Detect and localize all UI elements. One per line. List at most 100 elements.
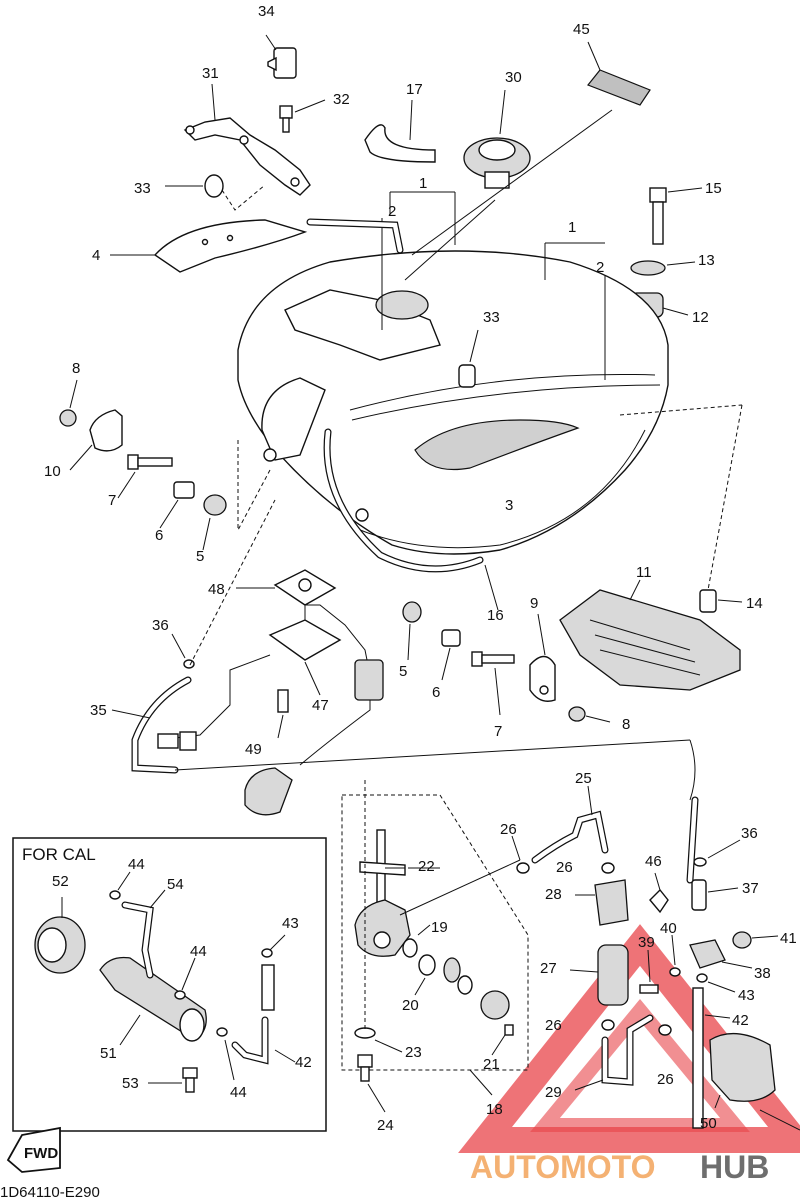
callout-6-right: 6 bbox=[432, 684, 440, 701]
callout-18: 18 bbox=[486, 1101, 503, 1118]
callout-49: 49 bbox=[245, 741, 262, 758]
callout-51: 51 bbox=[100, 1045, 117, 1062]
part-42-hose-inset bbox=[231, 964, 296, 1065]
part-29-hose bbox=[574, 1014, 654, 1091]
part-54-hose bbox=[121, 889, 166, 979]
part-37-joint bbox=[691, 879, 739, 911]
part-6-collar-right bbox=[441, 629, 461, 681]
callout-12: 12 bbox=[692, 309, 709, 326]
callout-46: 46 bbox=[645, 853, 662, 870]
leader-lines-1-2 bbox=[381, 109, 613, 380]
part-22-fuel-cock-pipe bbox=[359, 829, 440, 911]
watermark-text-hub: HUB bbox=[700, 1149, 769, 1185]
inset-for-cal: FOR CAL bbox=[12, 837, 327, 1132]
part-43-clip-inset bbox=[261, 934, 286, 958]
part-28-holder bbox=[575, 879, 629, 926]
callout-43-inset: 43 bbox=[282, 915, 299, 932]
watermark-text: AUTOMOTO HUB bbox=[470, 1149, 769, 1185]
callout-27: 27 bbox=[540, 960, 557, 977]
callout-5-right: 5 bbox=[399, 663, 407, 680]
callout-52: 52 bbox=[52, 873, 69, 890]
callout-34: 34 bbox=[258, 3, 275, 20]
callout-4: 4 bbox=[92, 247, 100, 264]
callout-14: 14 bbox=[746, 595, 763, 612]
callout-39: 39 bbox=[638, 934, 655, 951]
callout-44-a: 44 bbox=[128, 856, 145, 873]
part-20-seal bbox=[414, 954, 473, 996]
part-24-drain-bolt bbox=[357, 1054, 386, 1113]
callout-10: 10 bbox=[44, 463, 61, 480]
tank-emblem-icon bbox=[414, 419, 580, 471]
callout-43-right: 43 bbox=[738, 987, 755, 1004]
callout-53: 53 bbox=[122, 1075, 139, 1092]
sender-float-icon bbox=[244, 767, 293, 816]
callout-54: 54 bbox=[167, 876, 184, 893]
part-8-bolt bbox=[59, 379, 78, 427]
part-40-washer bbox=[669, 934, 681, 977]
callout-25: 25 bbox=[575, 770, 592, 787]
part-48-gasket bbox=[236, 569, 337, 606]
part-25-hose bbox=[531, 785, 609, 864]
part-7-bolt bbox=[117, 454, 173, 499]
callout-44-b: 44 bbox=[190, 943, 207, 960]
part-30-fuel-cap bbox=[463, 89, 531, 189]
callout-5-left: 5 bbox=[196, 548, 204, 565]
callout-15: 15 bbox=[705, 180, 722, 197]
part-52-canister bbox=[34, 897, 86, 974]
callout-1-right: 1 bbox=[568, 219, 576, 236]
callout-35: 35 bbox=[90, 702, 107, 719]
part-42-pipe bbox=[686, 739, 731, 1129]
callout-7-left: 7 bbox=[108, 492, 116, 509]
callout-26-d: 26 bbox=[657, 1071, 674, 1088]
fwd-label: FWD bbox=[24, 1145, 58, 1162]
part-17-rubber-strip bbox=[364, 99, 436, 163]
callout-36-left: 36 bbox=[152, 617, 169, 634]
part-33-grommet bbox=[458, 329, 479, 388]
part-23-washer bbox=[354, 1027, 403, 1053]
part-16-hose bbox=[306, 218, 499, 611]
part-21-lever bbox=[480, 990, 514, 1056]
callout-26-a: 26 bbox=[500, 821, 517, 838]
callout-44-c: 44 bbox=[230, 1084, 247, 1101]
part-38-bracket bbox=[689, 939, 753, 969]
callout-28: 28 bbox=[545, 886, 562, 903]
callout-48: 48 bbox=[208, 581, 225, 598]
callout-38: 38 bbox=[754, 965, 771, 982]
callout-32: 32 bbox=[333, 91, 350, 108]
part-5-damper bbox=[202, 494, 227, 551]
callout-1-top: 1 bbox=[419, 175, 427, 192]
callout-31: 31 bbox=[202, 65, 219, 82]
part-31-bracket bbox=[183, 83, 311, 196]
callout-16: 16 bbox=[487, 607, 504, 624]
callout-42-inset: 42 bbox=[295, 1054, 312, 1071]
part-47-sender-unit bbox=[244, 604, 384, 816]
inset-title: FOR CAL bbox=[22, 845, 96, 864]
part-26-clamp bbox=[511, 835, 530, 874]
callout-24: 24 bbox=[377, 1117, 394, 1134]
part-6-collar bbox=[159, 481, 195, 529]
callout-2-right: 2 bbox=[596, 259, 604, 276]
callout-7-right: 7 bbox=[494, 723, 502, 740]
callout-33-top: 33 bbox=[134, 180, 151, 197]
part-39-screw bbox=[639, 949, 659, 994]
callout-19: 19 bbox=[431, 919, 448, 936]
part-26-clamp-b bbox=[601, 862, 615, 874]
part-9-bracket bbox=[529, 613, 556, 702]
part-49-screw bbox=[277, 689, 289, 739]
part-46-clip bbox=[649, 872, 669, 914]
part-14-collar bbox=[619, 404, 743, 613]
part-13-damper bbox=[630, 260, 696, 276]
callout-33: 33 bbox=[483, 309, 500, 326]
callout-26-b: 26 bbox=[556, 859, 573, 876]
part-7-bolt-right bbox=[471, 651, 515, 716]
callout-23: 23 bbox=[405, 1044, 422, 1061]
callouts: 34 31 32 33 17 30 45 1 2 15 1 2 13 12 4 … bbox=[44, 3, 797, 1134]
callout-8-left: 8 bbox=[72, 360, 80, 377]
part-19-oring bbox=[402, 924, 431, 958]
part-53-screw bbox=[148, 1067, 198, 1093]
callout-9: 9 bbox=[530, 595, 538, 612]
part-36-clip-right bbox=[693, 839, 741, 867]
part-45-label bbox=[587, 41, 651, 106]
callout-13: 13 bbox=[698, 252, 715, 269]
